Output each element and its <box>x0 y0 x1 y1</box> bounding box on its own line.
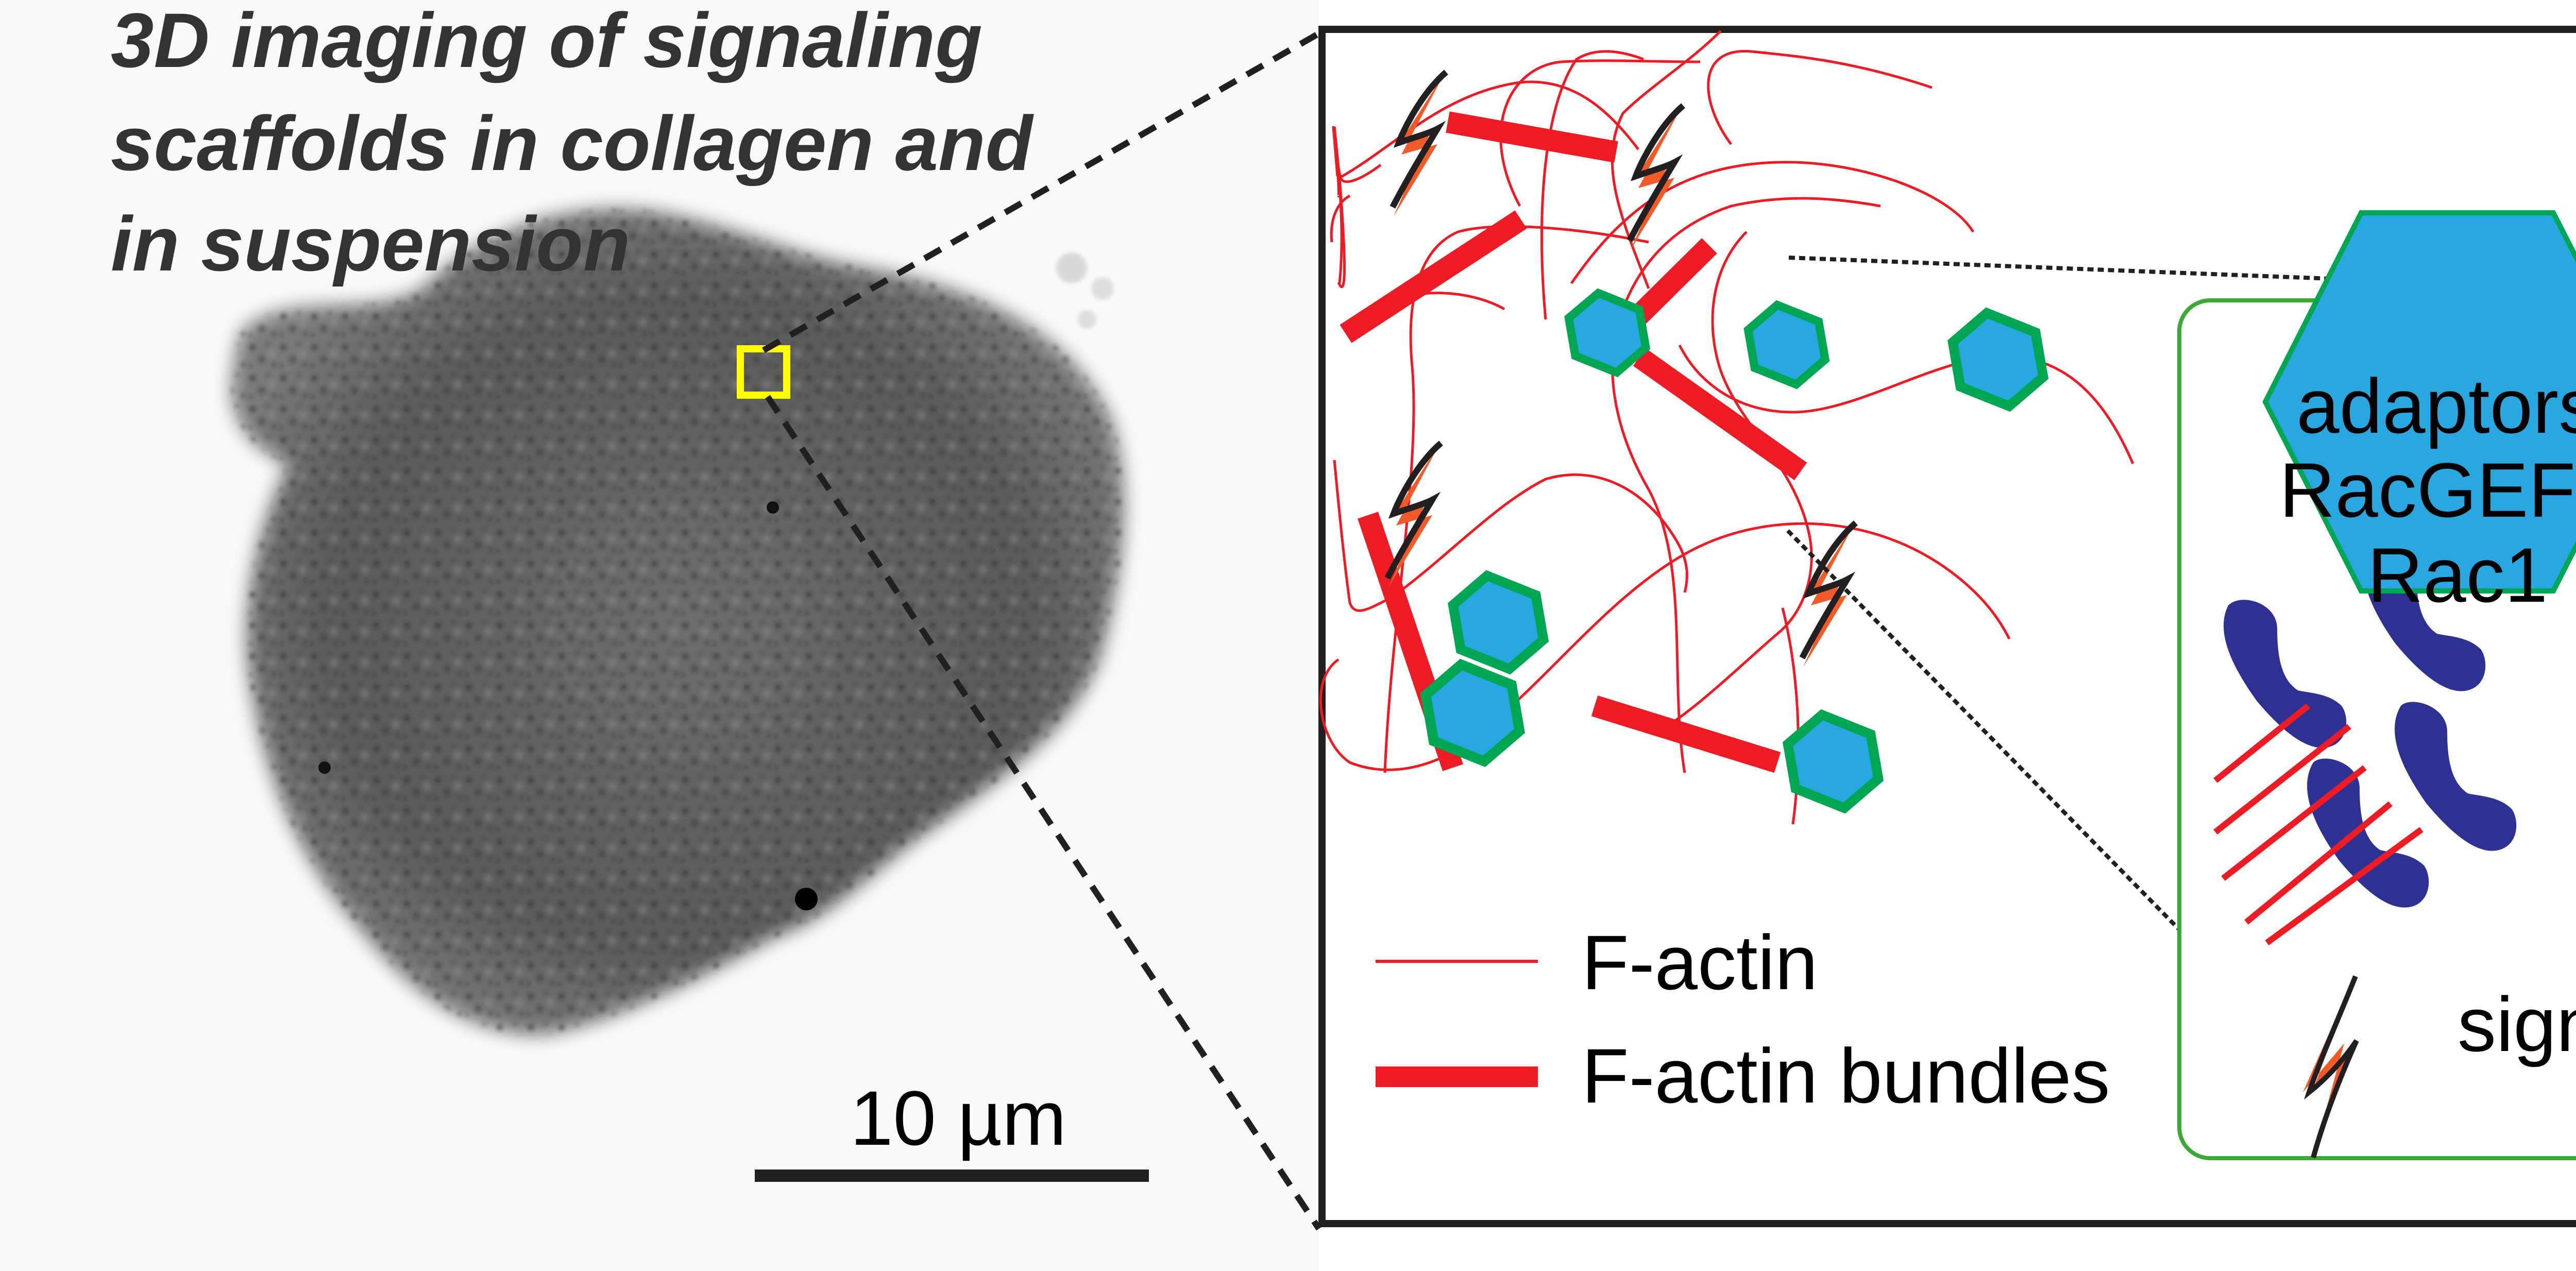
scaffold-hexagon <box>1448 570 1549 675</box>
legend-f-actin-label: F-actin <box>1582 919 1818 1006</box>
hexagon-label-rac1: Rac1 <box>2367 532 2548 618</box>
scaffold-hexagon <box>1420 658 1526 767</box>
f-actin-filaments <box>1330 30 1975 320</box>
left-title: 3D imaging of signaling scaffolds in col… <box>111 0 1054 287</box>
signals <box>1384 70 1858 667</box>
legend-f-actin-bundles-swatch <box>1376 1066 1538 1087</box>
left-title-line-3: in suspension <box>111 200 630 287</box>
scaffold-hexagon <box>1783 709 1884 814</box>
cell-particle <box>767 501 779 514</box>
cell-micrograph <box>231 209 1124 1036</box>
scaffold-hexagon-label: adaptors RacGEFs Rac1 <box>2279 363 2576 618</box>
hexagon-label-racgefs: RacGEFs <box>2279 447 2576 533</box>
inset-connector-bottom <box>1786 529 2199 950</box>
scaffold-hexagon <box>1564 288 1651 378</box>
center-panel: adaptors RacGEFs Rac1 F-actin F-actin bu… <box>1318 26 2576 1227</box>
signal-bolt-icon <box>1389 70 1448 216</box>
hexagon-label-adaptors: adaptors <box>2296 363 2576 449</box>
scale-bar-label: 10 µm <box>850 1075 1066 1161</box>
bundle <box>1591 695 1781 773</box>
legend-signals-label: signals <box>2458 981 2576 1067</box>
zoom-connector-bottom <box>765 395 1322 1231</box>
left-title-line-2: scaffolds in collagen and <box>111 100 1035 187</box>
legend-f-actin-bundles-label: F-actin bundles <box>1582 1032 2110 1119</box>
signaling-scaffolds <box>1420 288 2049 814</box>
left-panel: 3D imaging of signaling scaffolds in col… <box>111 0 1322 1231</box>
bundle <box>1633 348 1807 481</box>
scaffold-hexagon <box>1743 300 1830 389</box>
left-title-line-1: 3D imaging of signaling <box>111 0 982 83</box>
cell-particle <box>795 888 818 910</box>
bundle <box>1446 111 1618 163</box>
scale-bar <box>755 1170 1149 1182</box>
cell-texture <box>231 209 1124 1036</box>
legend-signal-bolt-icon <box>2303 975 2359 1159</box>
scaffold-hexagon <box>1947 307 2049 412</box>
cell-particle <box>318 761 331 774</box>
legend: F-actin F-actin bundles signals <box>1376 919 2576 1159</box>
scaffold-actin-links <box>2213 703 2424 945</box>
debris-particle <box>1056 252 1114 329</box>
zoom-connector-top <box>762 30 1320 353</box>
bundle <box>1340 210 1527 343</box>
signal-bolt-icon <box>1384 440 1443 587</box>
signal-bolt-icon <box>1799 520 1858 667</box>
scaffold-hexagon-large <box>2262 210 2576 594</box>
signal-bolt-icon <box>1626 103 1685 250</box>
